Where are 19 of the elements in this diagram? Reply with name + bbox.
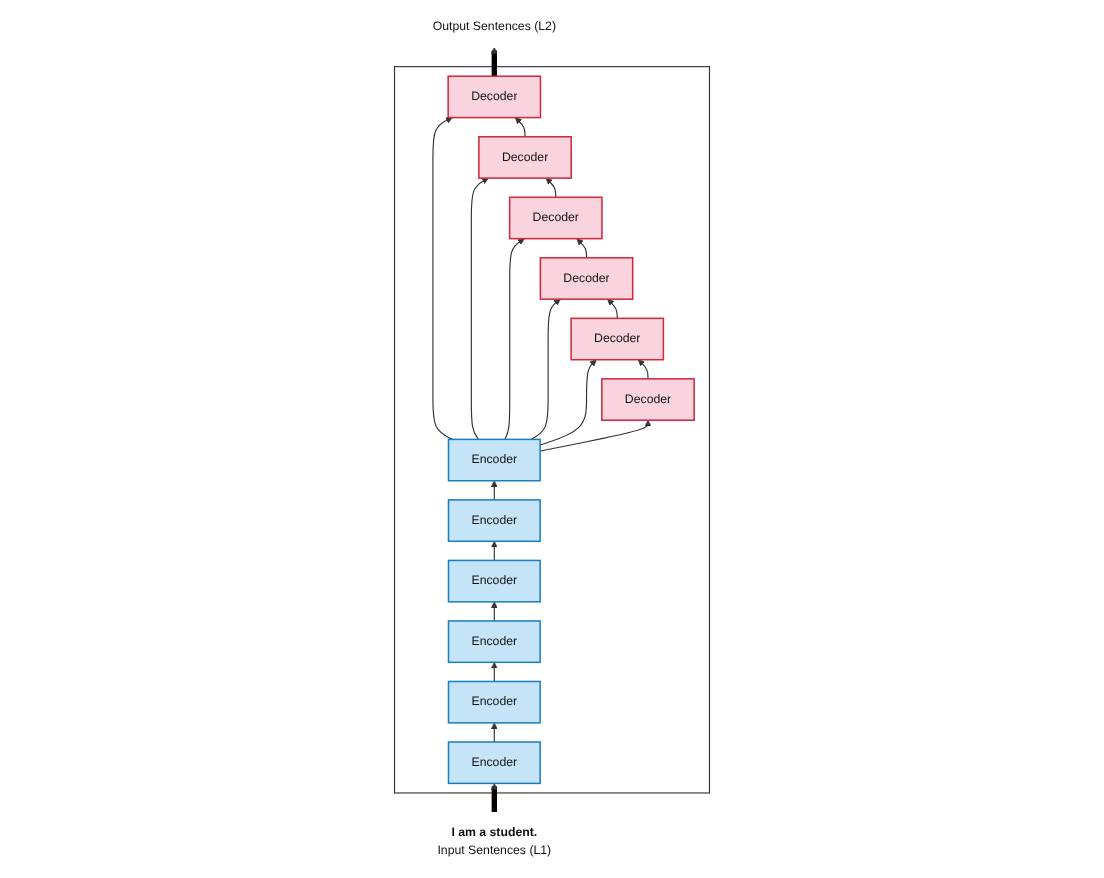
arrow <box>607 298 618 319</box>
arrow <box>470 177 489 440</box>
arrow <box>539 359 597 446</box>
arrow <box>530 298 561 440</box>
arrow <box>490 47 498 78</box>
arrow <box>539 419 652 452</box>
arrow <box>504 238 525 440</box>
arrow <box>490 662 498 683</box>
cluster <box>393 66 711 794</box>
arrow <box>490 540 498 561</box>
arrow <box>490 783 498 814</box>
arrow <box>545 177 557 198</box>
arrow <box>490 722 498 743</box>
arrow <box>432 117 453 440</box>
arrow <box>515 117 526 138</box>
arrow <box>490 480 498 501</box>
arrow <box>490 601 498 622</box>
arrow <box>637 359 649 380</box>
arrow <box>576 238 588 259</box>
